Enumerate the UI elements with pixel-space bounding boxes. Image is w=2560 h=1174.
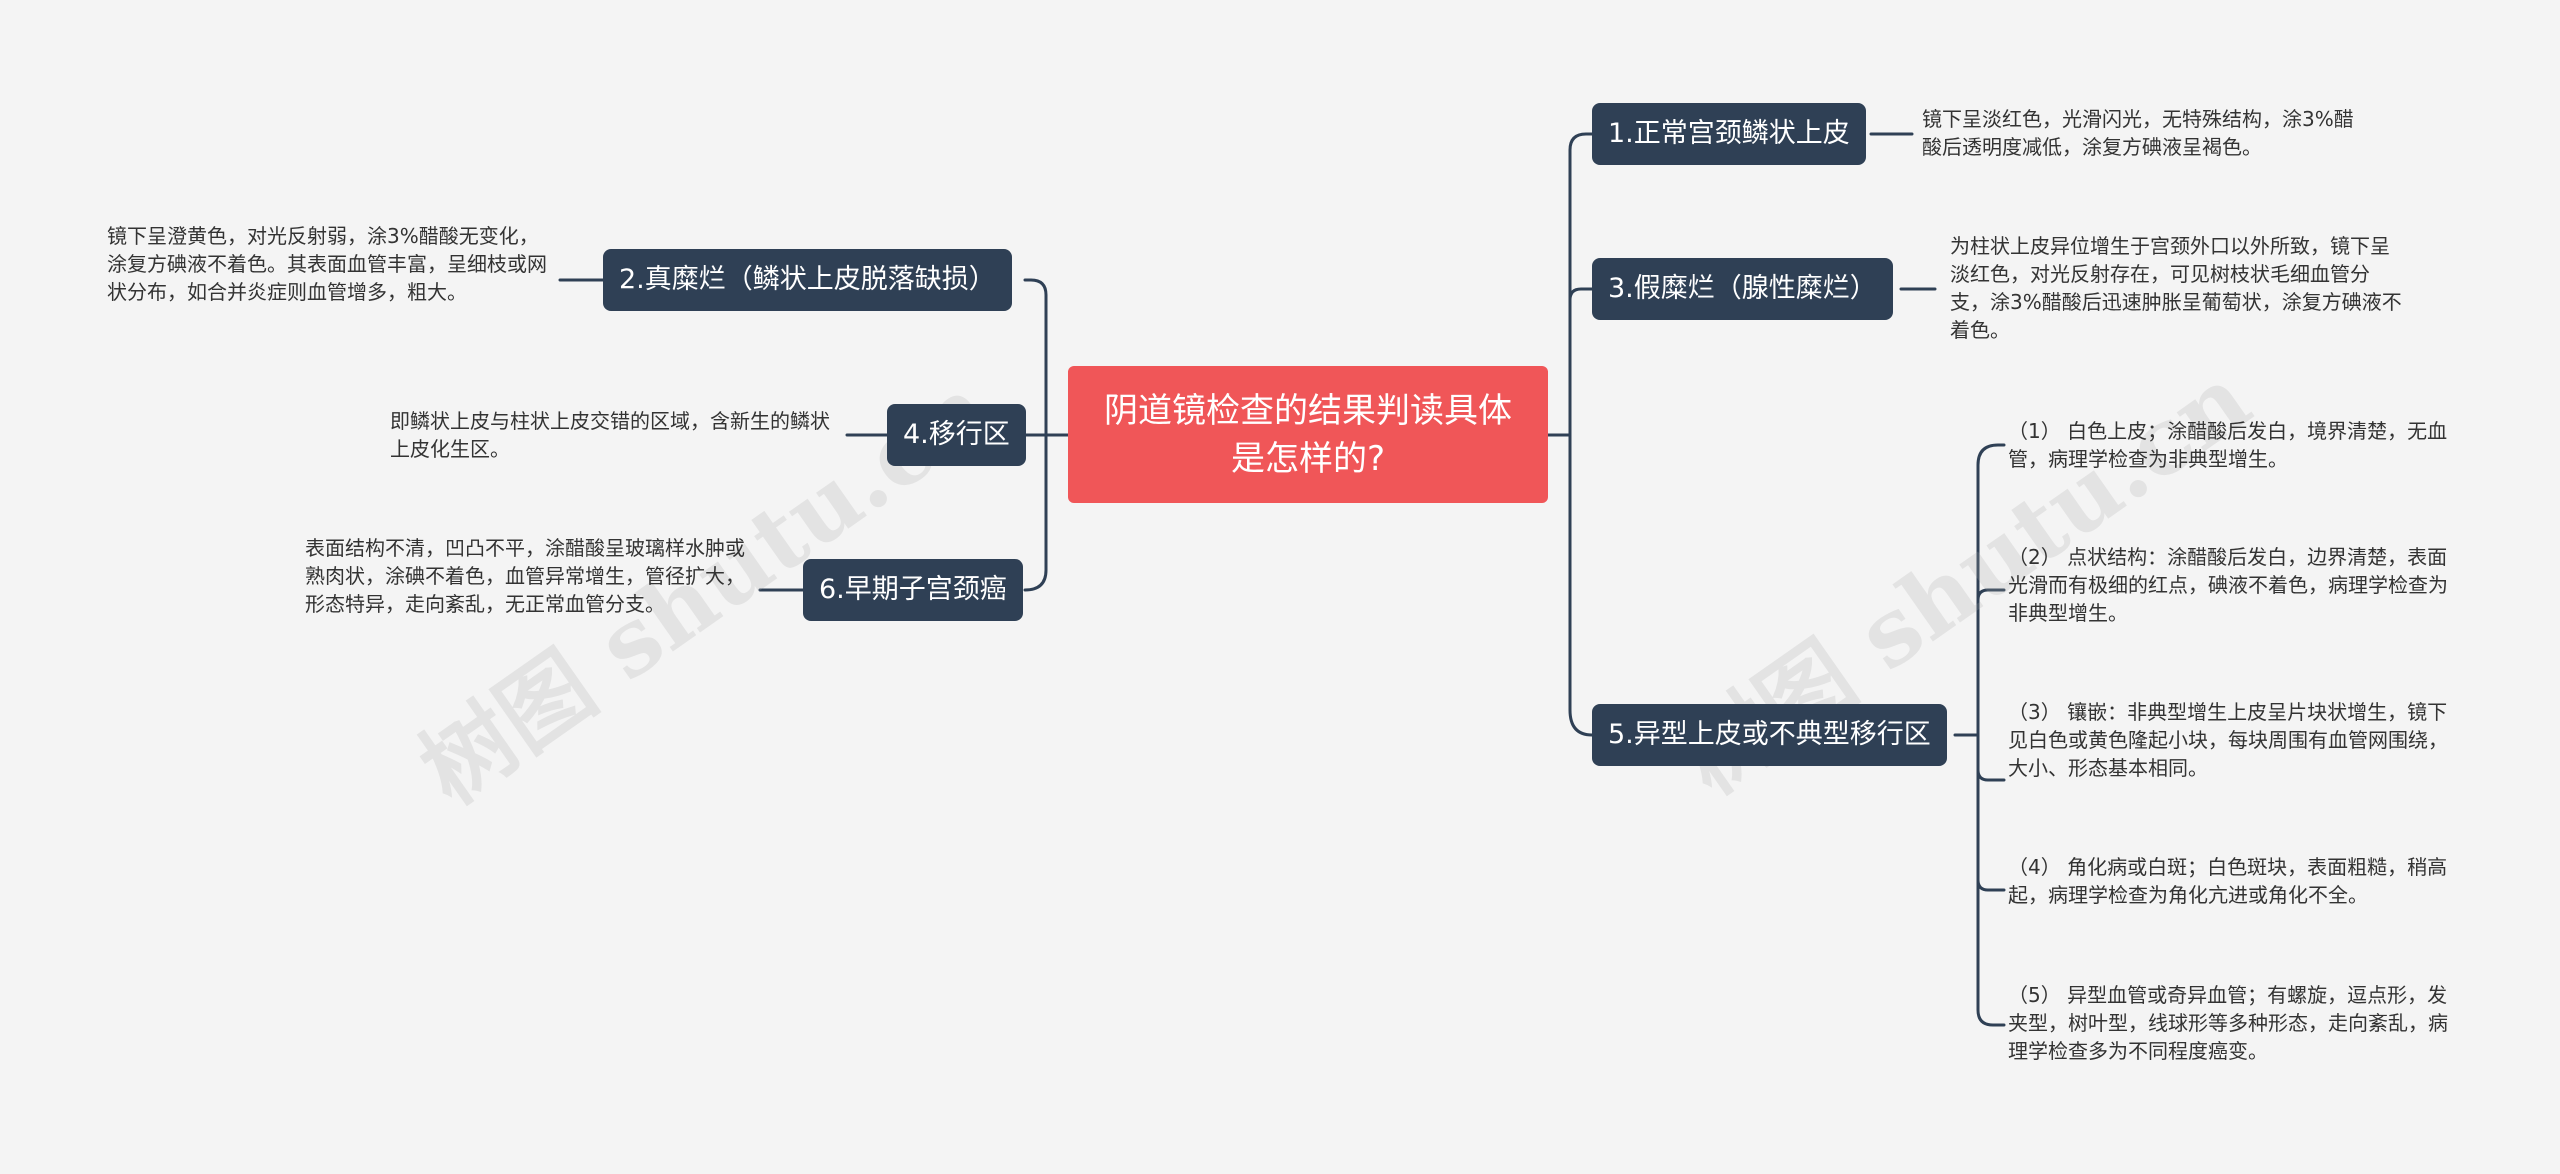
leaf-mosaic: （3） 镶嵌：非典型增生上皮呈片块状增生，镜下见白色或黄色隆起小块，每块周围有血… [2008, 700, 2448, 780]
leaf-leukoplakia: （4） 角化病或白斑；白色斑块，表面粗糙，稍高起，病理学检查为角化亢进或角化不全… [2008, 855, 2448, 907]
central-topic-title: 阴道镜检查的结果判读具体是怎样的? [1104, 390, 1512, 479]
leaf-normal-squamous-epithelium: 镜下呈淡红色，光滑闪光，无特殊结构，涂3%醋酸后透明度减低，涂复方碘液呈褐色。 [1922, 107, 2354, 159]
leaf-punctation: （2） 点状结构：涂醋酸后发白，边界清楚，表面光滑而有极细的红点，碘液不着色，病… [2008, 545, 2448, 625]
leaf-white-epithelium: （1） 白色上皮；涂醋酸后发白，境界清楚，无血管，病理学检查为非典型增生。 [2008, 419, 2448, 471]
leaf-early-cervical-cancer: 表面结构不清，凹凸不平，涂醋酸呈玻璃样水肿或熟肉状，涂碘不着色，血管异常增生，管… [305, 536, 745, 616]
leaf-pseudo-erosion: 为柱状上皮异位增生于宫颈外口以外所致，镜下呈淡红色，对光反射存在，可见树枝状毛细… [1950, 234, 2402, 342]
branch-pseudo-erosion[interactable]: 3.假糜烂（腺性糜烂） [1592, 258, 1893, 320]
branch-normal-squamous-epithelium[interactable]: 1.正常宫颈鳞状上皮 [1592, 103, 1866, 165]
leaf-transformation-zone: 即鳞状上皮与柱状上皮交错的区域，含新生的鳞状上皮化生区。 [390, 409, 830, 461]
branch-true-erosion[interactable]: 2.真糜烂（鳞状上皮脱落缺损） [603, 249, 1012, 311]
branch-atypical-transformation-zone[interactable]: 5.异型上皮或不典型移行区 [1592, 704, 1947, 766]
central-topic[interactable]: 阴道镜检查的结果判读具体是怎样的? [1068, 366, 1548, 503]
branch-early-cervical-cancer[interactable]: 6.早期子宫颈癌 [803, 559, 1023, 621]
branch-transformation-zone[interactable]: 4.移行区 [887, 404, 1026, 466]
leaf-atypical-vessels: （5） 异型血管或奇异血管；有螺旋，逗点形，发夹型，树叶型，线球形等多种形态，走… [2008, 983, 2448, 1063]
leaf-true-erosion: 镜下呈澄黄色，对光反射弱，涂3%醋酸无变化，涂复方碘液不着色。其表面血管丰富，呈… [107, 224, 547, 304]
